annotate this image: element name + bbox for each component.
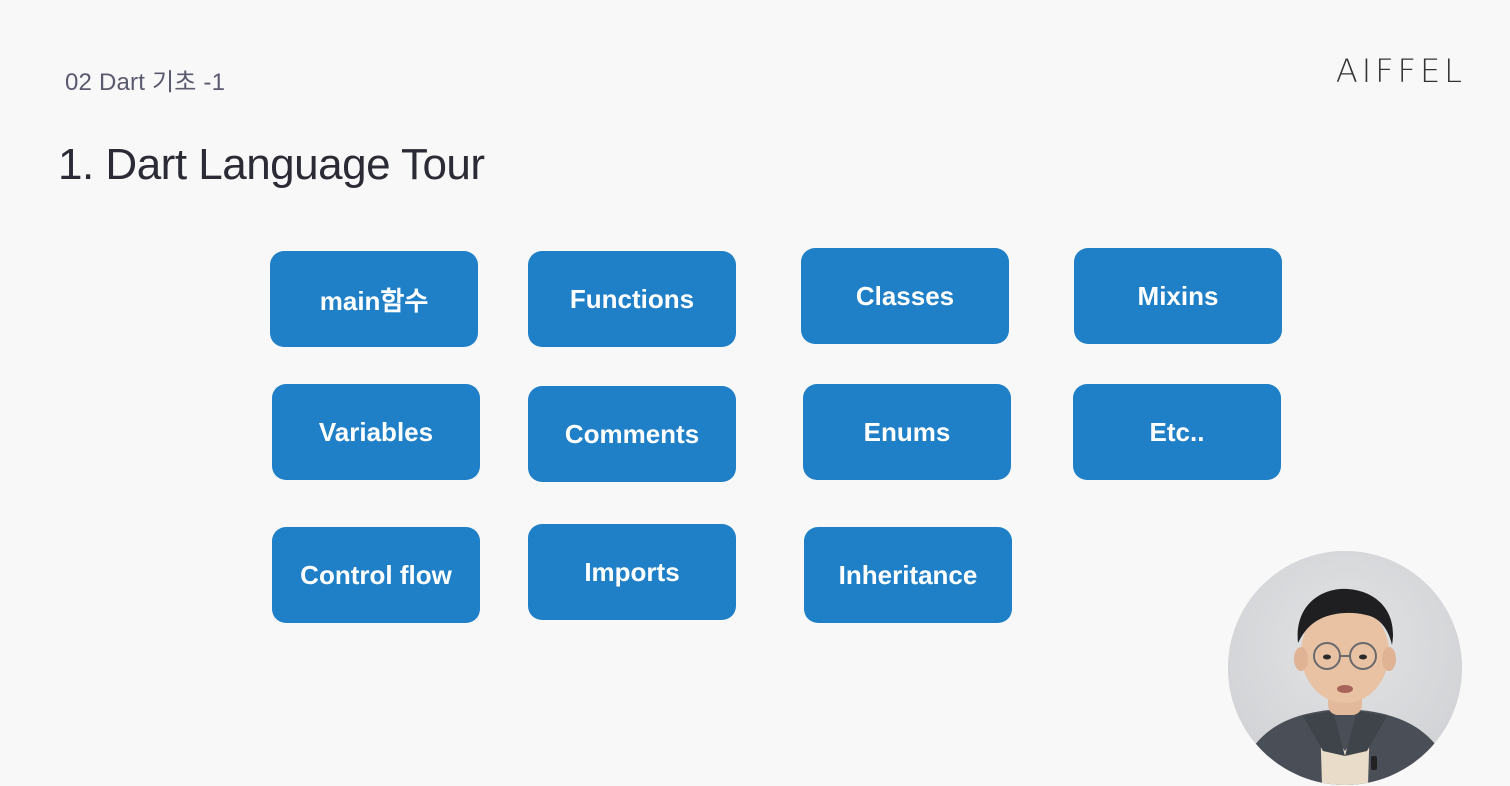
topic-button-etc[interactable]: Etc.. xyxy=(1073,384,1281,480)
topic-button-enums[interactable]: Enums xyxy=(803,384,1011,480)
section-label: 02 Dart 기초 -1 xyxy=(65,69,226,96)
topic-button-variables[interactable]: Variables xyxy=(272,384,480,480)
topic-button-mixins[interactable]: Mixins xyxy=(1074,248,1282,344)
topic-button-functions[interactable]: Functions xyxy=(528,251,736,347)
topic-button-main[interactable]: main함수 xyxy=(270,251,478,347)
presenter-video xyxy=(1228,551,1462,785)
presenter-avatar-icon xyxy=(1228,551,1462,785)
topic-button-classes[interactable]: Classes xyxy=(801,248,1009,344)
slide-title: 1. Dart Language Tour xyxy=(58,140,485,189)
topic-button-comments[interactable]: Comments xyxy=(528,386,736,482)
topic-button-imports[interactable]: Imports xyxy=(528,524,736,620)
topic-button-control-flow[interactable]: Control flow xyxy=(272,527,480,623)
topic-button-inheritance[interactable]: Inheritance xyxy=(804,527,1012,623)
brand-logo: AIFFEL xyxy=(1335,52,1466,90)
